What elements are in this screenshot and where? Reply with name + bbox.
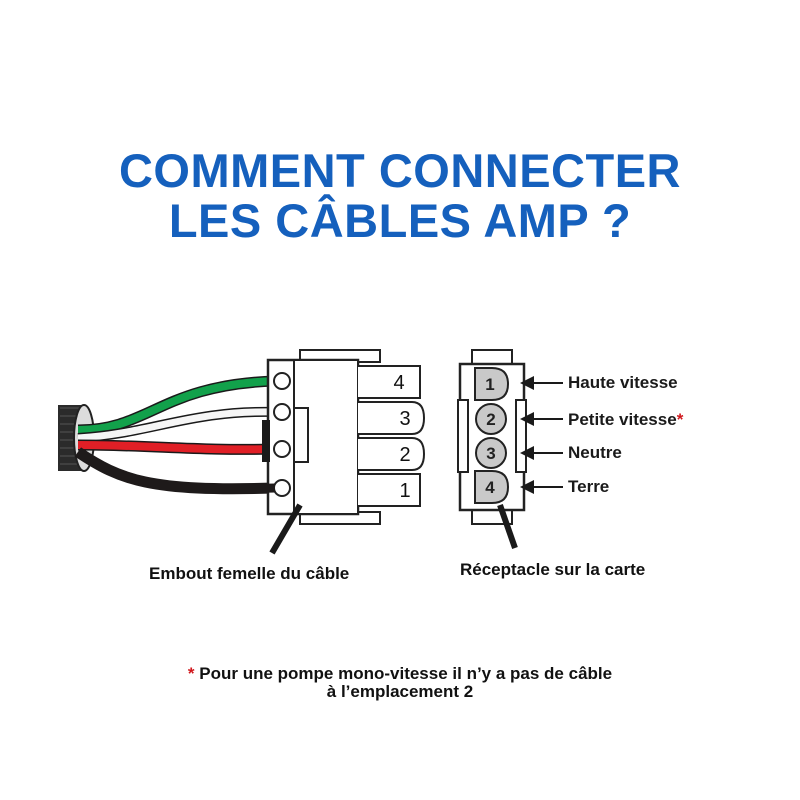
plug-caption: Embout femelle du câble	[149, 564, 350, 583]
pin-3-shape	[475, 437, 507, 469]
arrow-pin-2	[520, 412, 563, 426]
plug-slot-4	[358, 365, 421, 399]
footnote-marker: *	[187, 664, 195, 683]
pin-2-shape	[475, 403, 507, 435]
pin-num-4: 4	[485, 478, 495, 497]
plug-slot-num-3: 3	[399, 408, 410, 430]
pin-label-3: Neutre	[568, 443, 622, 462]
receptacle-caption: Réceptacle sur la carte	[460, 560, 646, 579]
pin-label-4: Terre	[568, 477, 610, 496]
plug-hole-1	[273, 372, 291, 390]
pin-4-shape	[474, 470, 510, 504]
wire-black-top	[75, 448, 276, 494]
plug-hole-3	[273, 440, 291, 458]
plug-hole-4	[273, 479, 291, 497]
receptacle-pointer-line	[497, 504, 518, 549]
arrow-pin-3	[520, 446, 563, 460]
plug-slot-num-4: 4	[393, 372, 404, 394]
footnote-line-1: * Pour une pompe mono-vitesse il n’y a p…	[187, 664, 613, 683]
plug-slot-1	[358, 473, 421, 507]
pin-label-2: Petite vitesse*	[568, 410, 684, 429]
arrow-pin-1	[520, 376, 563, 390]
pin-1-shape	[474, 367, 510, 401]
plug-pointer-line	[269, 503, 303, 555]
pin-label-1: Haute vitesse	[568, 373, 678, 392]
plug-slot-num-1: 1	[399, 480, 410, 502]
plug-slot-num-2: 2	[399, 444, 410, 466]
board-receptacle: 1 2 3 4	[457, 349, 527, 525]
plug-slot-2	[358, 437, 426, 471]
pin-label-2-marker: *	[676, 410, 684, 429]
pin-num-1: 1	[485, 375, 494, 394]
title-line-2: LES CÂBLES AMP ?	[168, 194, 632, 247]
pin-num-3: 3	[486, 444, 495, 463]
title-line-1: COMMENT CONNECTER	[118, 144, 682, 197]
arrow-pin-4	[520, 480, 563, 494]
plug-slot-3	[358, 401, 426, 435]
plug-hole-2	[273, 403, 291, 421]
female-plug: 4 3 2 1	[262, 349, 426, 525]
footnote-line-2: à l’emplacement 2	[326, 682, 474, 701]
pin-num-2: 2	[486, 410, 495, 429]
